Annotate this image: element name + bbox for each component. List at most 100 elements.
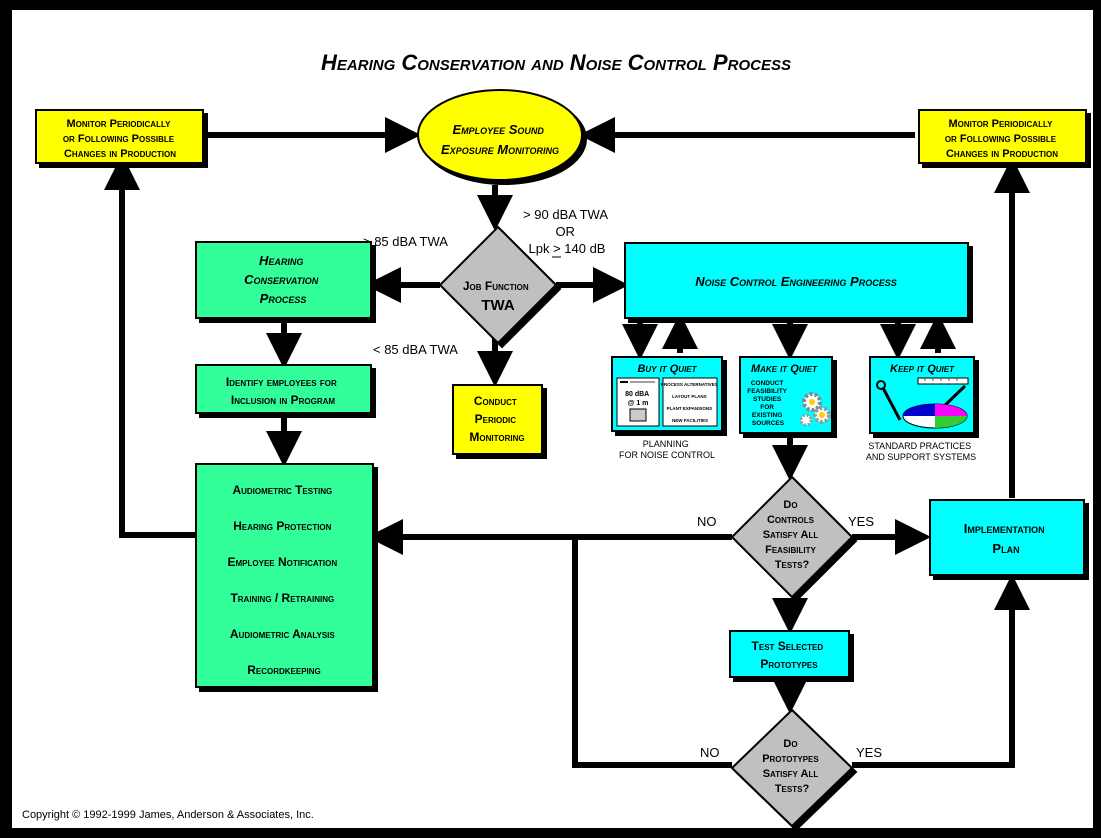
pie-chart-icon [902,403,968,429]
svg-text:Implementation Plan: Implementation Plan [964,521,1048,556]
label-yes-prototypes: YES [856,745,882,760]
buy-item4: NEW FACILITIES [672,418,708,423]
buy-dist: @ 1 m [628,400,649,407]
conduct-periodic-monitoring-box: Conduct Periodic Monitoring [452,384,543,455]
wrench-icon [876,380,902,421]
program-elements-box: Audiometric Testing Hearing Protection E… [195,463,374,688]
controls-feasibility-diamond: Do Controls Satisfy All Feasibility Test… [730,475,854,599]
conduct-line3: Monitoring [469,430,524,444]
buy-title: Buy it Quiet [637,363,697,375]
label-lt85: < 85 dBA TWA [373,342,458,357]
controls-line2: Controls [767,514,815,526]
copyright-text: Copyright © 1992-1999 James, Anderson & … [22,809,314,821]
test-line2: Prototypes [760,657,818,671]
prototypes-line4: Tests? [775,783,810,795]
make-line3: STUDIES [753,396,782,403]
arrow-program-to-monitor-left [104,154,196,538]
make-title: Make it Quiet [751,363,818,375]
prototypes-line2: Prototypes [762,753,819,765]
identify-line1: Identify employees for [226,375,337,389]
svg-text:Monitor Periodically or: Monitor Periodically or Following Possib… [945,118,1059,160]
monitor-left-line3: Changes in Production [64,148,176,160]
svg-text:CONDUCT FEASIBILITY: CONDUCT FEASIBILITY STUDIES FOR EXISTING… [747,380,788,427]
arrow-prototypes-yes-to-implementation [852,574,1030,768]
identify-line2: Inclusion in Program [231,393,336,407]
prototypes-line3: Satisfy All [763,768,819,780]
monitor-left-line1: Monitor Periodically [66,118,171,130]
label-no-prototypes: NO [700,745,720,760]
monitor-left-line2: or Following Possible [63,133,175,145]
monitor-right-line1: Monitor Periodically [948,118,1053,130]
monitor-left-box: Monitor Periodically or Following Possib… [35,109,204,164]
make-line6: SOURCES [752,420,785,427]
label-gt90-line3: Lpk > 140 dB [529,241,606,256]
controls-line1: Do [783,499,797,511]
standard-line1: STANDARD PRACTICES [868,441,971,451]
svg-text:Conduct Periodic M: Conduct Periodic Monitoring [469,394,524,444]
planning-line2: FOR NOISE CONTROL [619,450,715,460]
buy-list-sheet-icon [662,377,718,427]
diagram-title: Hearing Conservation and Noise Control P… [321,50,791,75]
program-item-recordkeeping: Recordkeeping [247,663,321,677]
svg-text:Audiometric Testing Hear: Audiometric Testing Hearing Protection E… [228,483,341,677]
line-prototypes-no [572,537,732,768]
job-function-line1: Job Function [463,279,529,293]
program-item-training: Training / Retraining [230,591,334,605]
prototypes-line1: Do [783,738,797,750]
label-gt90: > 90 dBA TWA OR Lpk > 140 dB [523,207,611,256]
conduct-line1: Conduct [474,394,517,408]
svg-text:Identify employees for I: Identify employees for Inclusion in Prog… [226,375,340,407]
exposure-line1: Employee Sound [452,122,544,137]
prototypes-diamond: Do Prototypes Satisfy All Tests? [730,708,854,828]
program-item-employee-notification: Employee Notification [228,555,338,569]
planning-line1: PLANNING [643,439,689,449]
noise-control-engineering-process-box: Noise Control Engineering Process [624,242,969,319]
make-line2: FEASIBILITY [747,388,787,395]
identify-employees-box: Identify employees for Inclusion in Prog… [195,364,372,414]
make-line4: FOR [760,404,774,411]
make-line5: EXISTING [752,412,782,419]
make-it-quiet-box: Make it Quiet CONDUCT FEASIBILITY STUDIE… [739,356,833,434]
diagram-frame: Hearing Conservation and Noise Control P… [12,10,1093,828]
hcp-line3: Process [260,291,307,306]
job-function-line2: TWA [481,297,514,314]
svg-text:Job Function TWA: Job Function TWA [463,277,533,314]
implementation-plan-box: Implementation Plan [929,499,1085,576]
hcp-line2: Conservation [244,272,319,287]
label-gt90-line1: > 90 dBA TWA [523,207,608,222]
test-line1: Test Selected [752,639,824,653]
buy-it-quiet-box: Buy it Quiet 80 dBA @ 1 m PROCESS ALTERN… [611,356,723,432]
program-item-audiometric-testing: Audiometric Testing [232,483,332,497]
implementation-line1: Implementation [964,521,1045,536]
svg-text:Monitor Periodically or: Monitor Periodically or Following Possib… [63,118,177,160]
label-no-controls: NO [697,514,717,529]
exposure-monitoring-node: Employee Sound Exposure Monitoring [417,89,583,181]
label-planning: PLANNING FOR NOISE CONTROL [619,439,715,460]
exposure-line2: Exposure Monitoring [441,142,559,157]
standard-line2: AND SUPPORT SYSTEMS [866,452,976,462]
implementation-line2: Plan [992,541,1019,556]
label-gt90-line2: OR [555,224,575,239]
gears-icon [799,392,831,427]
buy-item1: PROCESS ALTERNATIVES [661,382,718,387]
hcp-line1: Hearing [259,253,303,268]
label-ge85: > 85 dBA TWA [363,234,448,249]
connectors [104,117,1030,768]
label-standard: STANDARD PRACTICES AND SUPPORT SYSTEMS [866,441,976,462]
monitor-right-line2: or Following Possible [945,133,1057,145]
conduct-line2: Periodic [475,412,517,426]
buy-item2: LAYOUT PLANS [672,394,707,399]
label-yes-controls: YES [848,514,874,529]
program-item-hearing-protection: Hearing Protection [233,519,331,533]
controls-line4: Feasibility [765,544,816,556]
job-function-diamond: Job Function TWA [438,225,558,345]
controls-line5: Tests? [775,559,810,571]
make-line1: CONDUCT [751,380,784,387]
svg-text:Test Selected Prototypes: Test Selected Prototypes [752,639,827,671]
svg-text:Employee Sound Exposure: Employee Sound Exposure Monitoring [441,122,559,157]
process-flowchart: Hearing Conservation and Noise Control P… [22,50,1087,828]
svg-text:Do Prototypes Sati: Do Prototypes Satisfy All Tests? [762,738,822,795]
svg-text:80 dBA @ 1 m: 80 dBA @ 1 m [625,391,651,407]
ncep-label: Noise Control Engineering Process [695,274,896,289]
